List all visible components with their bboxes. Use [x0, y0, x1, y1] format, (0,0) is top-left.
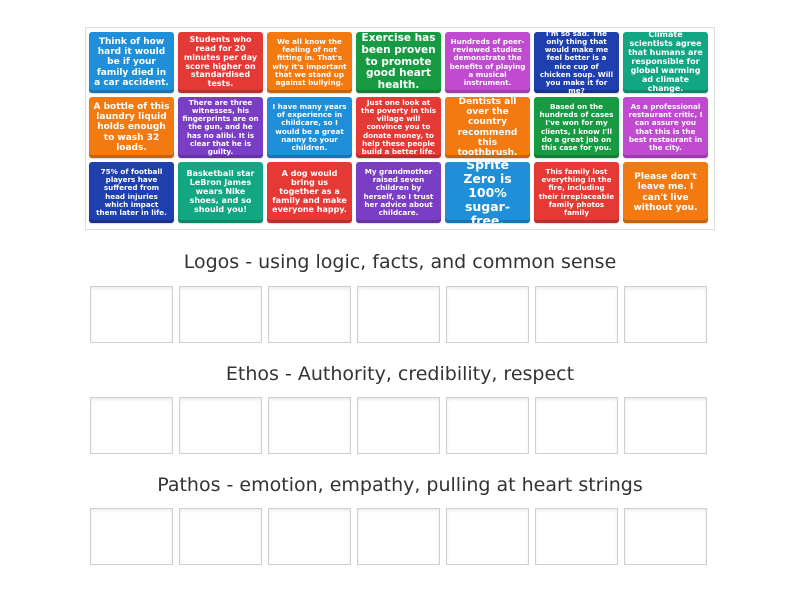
draggable-card[interactable]: Hundreds of peer-reviewed studies demons… [445, 32, 530, 93]
card-text: Dentists all over the country recommend … [457, 97, 518, 158]
draggable-card[interactable]: Based on the hundreds of cases I've won … [534, 97, 619, 158]
card-text: Exercise has been proven to promote good… [361, 32, 436, 92]
drop-slot[interactable] [446, 508, 529, 565]
drop-zone-ethos [90, 397, 707, 454]
draggable-card[interactable]: 75% of football players have suffered fr… [89, 162, 174, 223]
draggable-card[interactable]: Sprite Zero is 100% sugar-free. [445, 162, 530, 223]
drop-slot[interactable] [268, 286, 351, 343]
drop-slot[interactable] [90, 397, 173, 454]
group-title-logos: Logos - using logic, facts, and common s… [183, 251, 617, 273]
draggable-card[interactable]: I have many years of experience in child… [267, 97, 352, 158]
card-text: Basketball star LeBron James wears Nike … [186, 169, 255, 214]
drop-slot[interactable] [624, 508, 707, 565]
drop-slot[interactable] [90, 508, 173, 565]
drop-slot[interactable] [446, 286, 529, 343]
card-text: Based on the hundreds of cases I've won … [539, 102, 614, 152]
card-text: 75% of football players have suffered fr… [96, 167, 167, 217]
drop-slot[interactable] [624, 397, 707, 454]
draggable-card[interactable]: I'm so sad. The only thing that would ma… [534, 32, 619, 93]
drop-slot[interactable] [268, 397, 351, 454]
drop-zone-pathos [90, 508, 707, 565]
draggable-card[interactable]: A bottle of this laundry liquid holds en… [89, 97, 174, 158]
card-text: Please don't leave me. I can't live with… [633, 172, 698, 213]
draggable-card[interactable]: This family lost everything in the fire,… [534, 162, 619, 223]
draggable-card[interactable]: A dog would bring us together as a famil… [267, 162, 352, 223]
drop-slot[interactable] [535, 286, 618, 343]
card-text: Sprite Zero is 100% sugar-free. [463, 162, 512, 223]
card-text: We all know the feeling of not fitting i… [272, 37, 347, 87]
card-tray: Think of how hard it would be if your fa… [85, 27, 715, 230]
drop-slot[interactable] [179, 286, 262, 343]
drop-slot[interactable] [357, 397, 440, 454]
card-text: A dog would bring us together as a famil… [272, 169, 347, 214]
card-text: I have many years of experience in child… [272, 102, 347, 152]
card-text: Climate scientists agree that humans are… [628, 32, 703, 93]
card-grid: Think of how hard it would be if your fa… [89, 32, 708, 223]
group-title-pathos: Pathos - emotion, empathy, pulling at he… [157, 474, 643, 496]
card-text: As a professional restaurant critic, I c… [628, 102, 703, 152]
card-text: This family lost everything in the fire,… [538, 167, 615, 217]
card-text: There are three witnesses, his fingerpri… [182, 98, 259, 156]
card-text: Just one look at the poverty in this vil… [360, 98, 437, 156]
card-text: A bottle of this laundry liquid holds en… [93, 102, 170, 153]
drop-slot[interactable] [179, 397, 262, 454]
drop-zone-logos [90, 286, 707, 343]
card-text: Students who read for 20 minutes per day… [183, 34, 258, 89]
drop-slot[interactable] [446, 397, 529, 454]
draggable-card[interactable]: Please don't leave me. I can't live with… [623, 162, 708, 223]
card-text: Hundreds of peer-reviewed studies demons… [449, 37, 526, 87]
drop-slot[interactable] [624, 286, 707, 343]
drop-slot[interactable] [268, 508, 351, 565]
draggable-card[interactable]: As a professional restaurant critic, I c… [623, 97, 708, 158]
draggable-card[interactable]: Think of how hard it would be if your fa… [89, 32, 174, 93]
card-text: My grandmother raised seven children by … [363, 167, 434, 217]
drop-slot[interactable] [90, 286, 173, 343]
draggable-card[interactable]: Climate scientists agree that humans are… [623, 32, 708, 93]
drop-slot[interactable] [535, 508, 618, 565]
drop-slot[interactable] [357, 508, 440, 565]
draggable-card[interactable]: Basketball star LeBron James wears Nike … [178, 162, 263, 223]
draggable-card[interactable]: There are three witnesses, his fingerpri… [178, 97, 263, 158]
drop-slot[interactable] [357, 286, 440, 343]
draggable-card[interactable]: Exercise has been proven to promote good… [356, 32, 441, 93]
draggable-card[interactable]: Just one look at the poverty in this vil… [356, 97, 441, 158]
card-text: Think of how hard it would be if your fa… [94, 37, 169, 88]
draggable-card[interactable]: Students who read for 20 minutes per day… [178, 32, 263, 93]
draggable-card[interactable]: Dentists all over the country recommend … [445, 97, 530, 158]
draggable-card[interactable]: My grandmother raised seven children by … [356, 162, 441, 223]
drop-slot[interactable] [535, 397, 618, 454]
group-title-ethos: Ethos - Authority, credibility, respect [225, 363, 575, 385]
card-text: I'm so sad. The only thing that would ma… [539, 32, 614, 93]
draggable-card[interactable]: We all know the feeling of not fitting i… [267, 32, 352, 93]
drop-slot[interactable] [179, 508, 262, 565]
